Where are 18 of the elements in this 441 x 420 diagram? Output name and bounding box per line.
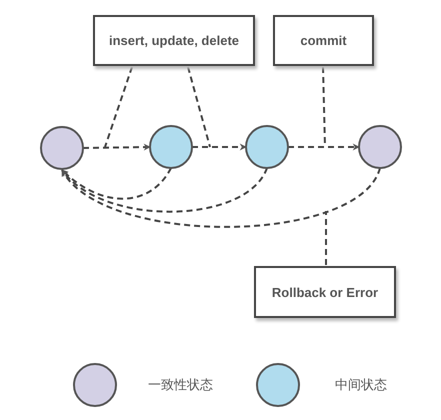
state-circle bbox=[39, 125, 85, 171]
text-box: insert, update, delete bbox=[93, 15, 255, 66]
state-circle bbox=[148, 124, 194, 170]
text-box: Rollback or Error bbox=[254, 266, 396, 318]
leader-line bbox=[187, 66, 211, 148]
text-box: commit bbox=[273, 15, 374, 66]
leader-line bbox=[104, 66, 133, 148]
state-circle bbox=[244, 124, 290, 170]
arrow bbox=[61, 168, 381, 228]
arrow bbox=[192, 144, 247, 150]
arrow bbox=[288, 144, 360, 150]
arrow bbox=[82, 144, 151, 151]
state-circle bbox=[357, 124, 403, 170]
legend-label: 一致性状态 bbox=[148, 377, 213, 394]
arrow bbox=[61, 167, 172, 200]
leader-line bbox=[325, 211, 327, 265]
arrow bbox=[61, 168, 268, 213]
legend-label: 中间状态 bbox=[335, 377, 387, 394]
